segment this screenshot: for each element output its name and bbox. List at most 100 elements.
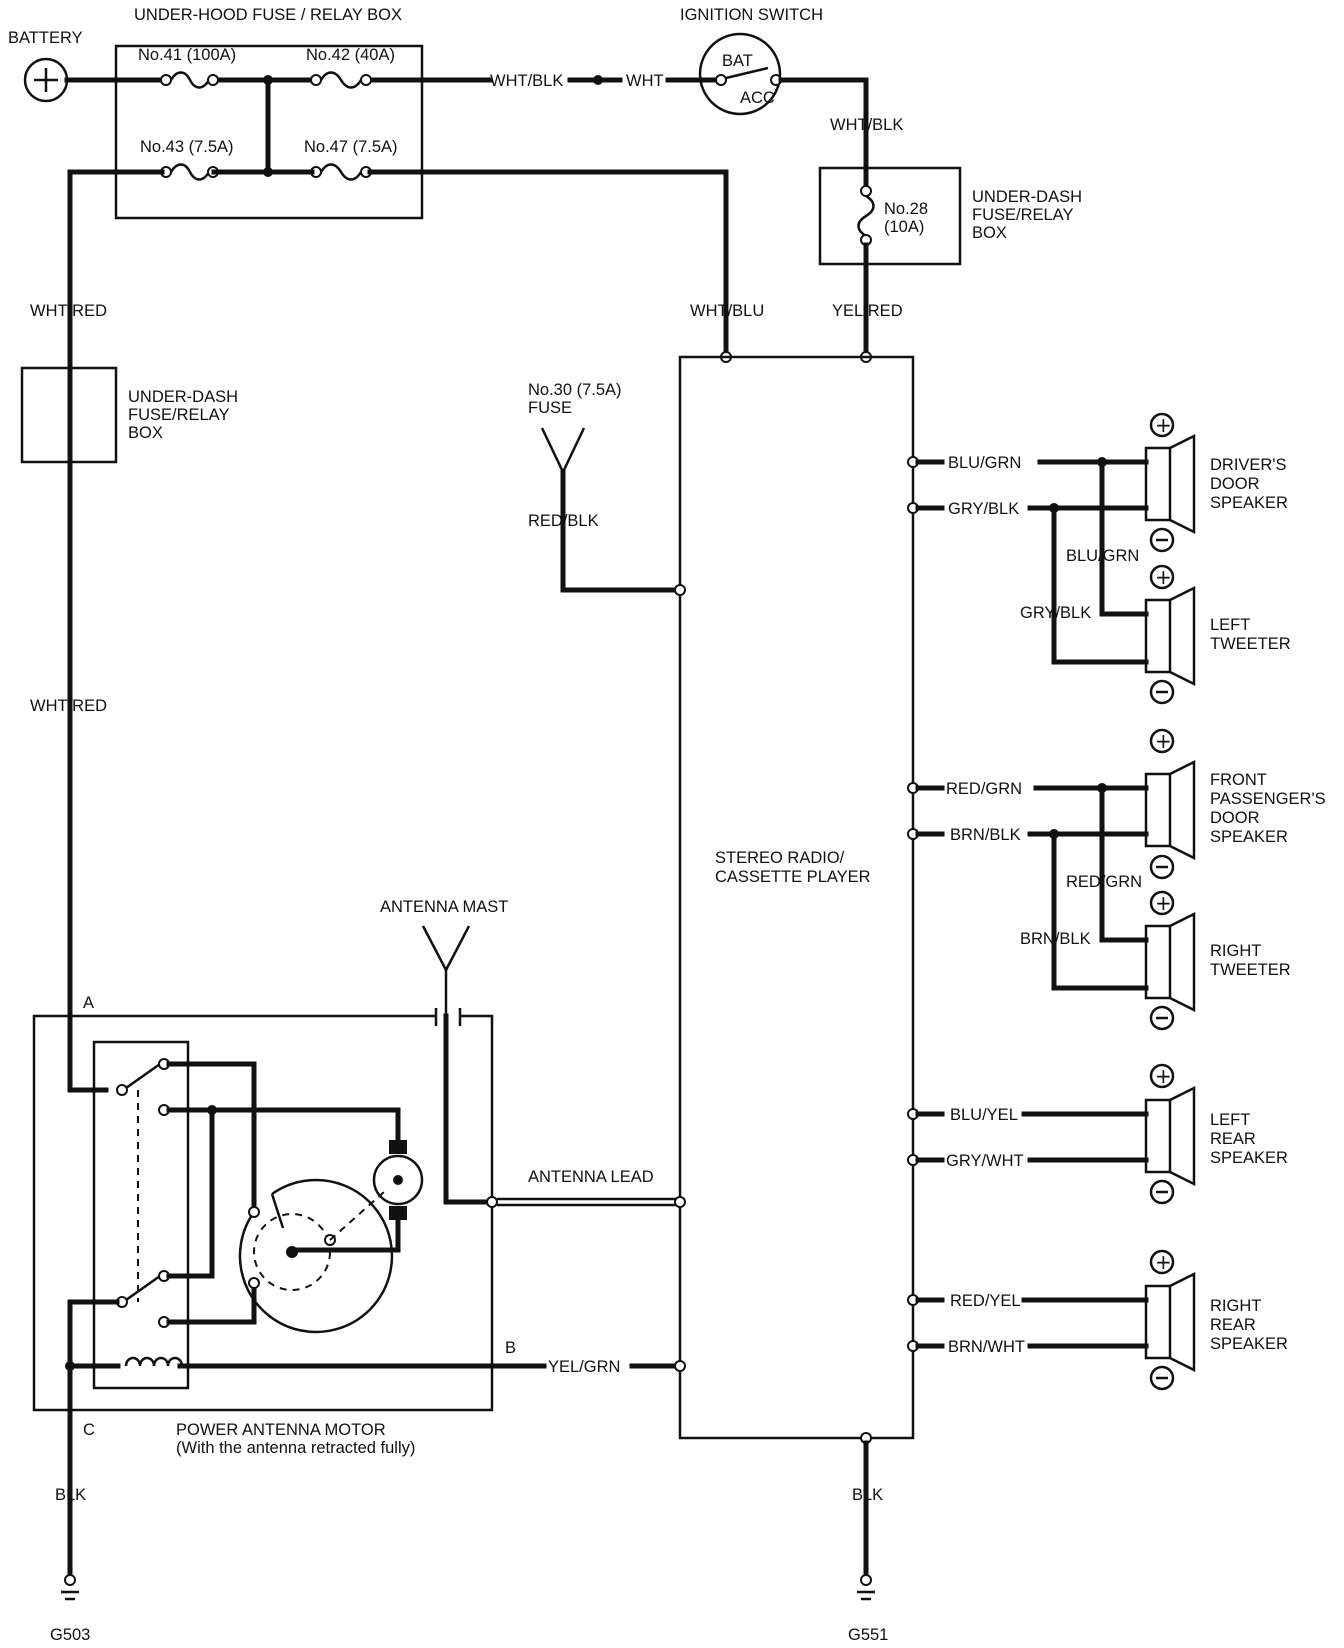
wht-blk-label-1: WHT/BLK bbox=[490, 72, 563, 90]
red-blk-label: RED/BLK bbox=[528, 512, 599, 530]
blu-grn-label-2: BLU/GRN bbox=[1066, 547, 1139, 565]
svg-text:+: + bbox=[1155, 891, 1172, 915]
wht-label: WHT bbox=[626, 72, 664, 90]
right-rear-label-1: RIGHT bbox=[1210, 1297, 1261, 1315]
blk-ground-wire-left bbox=[67, 1299, 120, 1579]
left-rear-label-2: REAR bbox=[1210, 1130, 1256, 1148]
blu-grn-label-1: BLU/GRN bbox=[948, 454, 1021, 472]
svg-text:+: + bbox=[1155, 565, 1172, 589]
svg-text:+: + bbox=[1155, 413, 1172, 437]
pin-c-label: C bbox=[83, 1421, 95, 1439]
fuse-42-label: No.42 (40A) bbox=[306, 46, 395, 64]
underdash-right-label-2: FUSE/RELAY bbox=[972, 206, 1073, 224]
underdash-right-label-3: BOX bbox=[972, 224, 1007, 242]
underdash-left-label-3: BOX bbox=[128, 424, 163, 442]
battery-label: BATTERY bbox=[8, 29, 83, 47]
wht-red-label-2: WHT/RED bbox=[30, 697, 107, 715]
gry-blk-label-1: GRY/BLK bbox=[948, 500, 1019, 518]
underdash-left-label-1: UNDER-DASH bbox=[128, 388, 238, 406]
wht-red-label-1: WHT/RED bbox=[30, 302, 107, 320]
fuse-47-label: No.47 (7.5A) bbox=[304, 138, 398, 156]
drivers-label-2: DOOR bbox=[1210, 475, 1260, 493]
underdash-right-label-1: UNDER-DASH bbox=[972, 188, 1082, 206]
front-pass-label-1: FRONT bbox=[1210, 771, 1267, 789]
fuse-43-label: No.43 (7.5A) bbox=[140, 138, 234, 156]
fuse-30-label-a: No.30 (7.5A) bbox=[528, 381, 622, 399]
fuse-30-label-b: FUSE bbox=[528, 399, 572, 417]
ground-g503-symbol bbox=[61, 1574, 79, 1601]
brn-wht-label: BRN/WHT bbox=[948, 1338, 1025, 1356]
power-antenna-motor-housing bbox=[32, 1014, 494, 1412]
fuse-47 bbox=[310, 163, 372, 181]
drivers-door-speaker-wiring bbox=[915, 457, 1149, 665]
left-rear-label-3: SPEAKER bbox=[1210, 1149, 1288, 1167]
relay-coil bbox=[124, 1356, 184, 1367]
yel-red-label: YEL/RED bbox=[832, 302, 903, 320]
ignition-switch bbox=[698, 32, 782, 116]
drivers-door-speaker: + bbox=[1144, 412, 1196, 553]
fuse-28-label-b: (10A) bbox=[884, 218, 924, 236]
antenna-lead-label: ANTENNA LEAD bbox=[528, 1168, 654, 1186]
right-rear-label-3: SPEAKER bbox=[1210, 1335, 1288, 1353]
fuse-43 bbox=[160, 163, 219, 181]
left-rear-label-1: LEFT bbox=[1210, 1111, 1250, 1129]
ignition-switch-label: IGNITION SWITCH bbox=[680, 6, 823, 24]
fuse-41 bbox=[160, 71, 219, 89]
limit-switch-block bbox=[92, 1040, 190, 1390]
stereo-radio-cassette-player bbox=[678, 355, 915, 1440]
left-tweeter: + bbox=[1144, 564, 1196, 705]
wht-red-wire bbox=[67, 169, 165, 1093]
left-tweeter-label-1: LEFT bbox=[1210, 616, 1250, 634]
underdash-fuse-box-right bbox=[818, 166, 962, 266]
left-rear-speaker: + bbox=[1144, 1063, 1196, 1205]
upper-switch bbox=[116, 1058, 170, 1116]
red-grn-label-2: RED/GRN bbox=[1066, 873, 1142, 891]
battery-symbol bbox=[23, 57, 69, 103]
cam-disc bbox=[238, 1178, 394, 1334]
gry-blk-label-2: GRY/BLK bbox=[1020, 604, 1091, 622]
svg-text:+: + bbox=[1155, 1250, 1172, 1274]
pin-b-label: B bbox=[505, 1339, 516, 1357]
g503-label: G503 bbox=[50, 1626, 90, 1644]
red-grn-label-1: RED/GRN bbox=[946, 780, 1022, 798]
left-tweeter-label-2: TWEETER bbox=[1210, 635, 1291, 653]
drivers-label-3: SPEAKER bbox=[1210, 494, 1288, 512]
g551-label: G551 bbox=[848, 1626, 888, 1644]
antenna-mast-symbol bbox=[421, 925, 471, 1026]
ground-g551-symbol bbox=[857, 1574, 875, 1601]
wht-blu-label: WHT/BLU bbox=[690, 302, 764, 320]
lower-switch bbox=[116, 1270, 170, 1328]
fuse-42 bbox=[310, 71, 372, 89]
front-pass-label-4: SPEAKER bbox=[1210, 828, 1288, 846]
underhood-fuse-relay-box bbox=[114, 44, 424, 220]
brn-blk-label-1: BRN/BLK bbox=[950, 826, 1021, 844]
yel-grn-label: YEL/GRN bbox=[548, 1358, 620, 1376]
antenna-lead-cable bbox=[497, 1197, 676, 1207]
right-rear-label-2: REAR bbox=[1210, 1316, 1256, 1334]
drivers-label-1: DRIVER'S bbox=[1210, 456, 1287, 474]
underhood-box-label: UNDER-HOOD FUSE / RELAY BOX bbox=[134, 6, 402, 24]
red-blk-wire bbox=[560, 469, 679, 593]
front-pass-label-3: DOOR bbox=[1210, 809, 1260, 827]
stereo-label-1: STEREO RADIO/ bbox=[715, 849, 845, 867]
wht-blk-acc-wire bbox=[778, 77, 869, 189]
motor-label-1: POWER ANTENNA MOTOR bbox=[176, 1421, 386, 1439]
svg-text:+: + bbox=[1155, 729, 1172, 753]
gry-wht-label: GRY/WHT bbox=[946, 1152, 1024, 1170]
wht-blu-wire bbox=[367, 169, 729, 358]
blk-label-right: BLK bbox=[852, 1486, 883, 1504]
fuse-28-label-a: No.28 bbox=[884, 200, 928, 218]
fuse-41-label: No.41 (100A) bbox=[138, 46, 236, 64]
acc-label: ACC bbox=[740, 89, 775, 107]
right-tweeter-label-1: RIGHT bbox=[1210, 942, 1261, 960]
bat-label: BAT bbox=[722, 52, 753, 70]
right-tweeter: + bbox=[1144, 890, 1196, 1031]
right-rear-speaker: + bbox=[1144, 1249, 1196, 1391]
svg-text:+: + bbox=[1155, 1064, 1172, 1088]
antenna-motor bbox=[329, 1140, 424, 1241]
front-pass-label-2: PASSENGER'S bbox=[1210, 790, 1326, 808]
brn-blk-label-2: BRN/BLK bbox=[1020, 930, 1091, 948]
wht-blk-label-2: WHT/BLK bbox=[830, 116, 903, 134]
motor-label-2: (With the antenna retracted fully) bbox=[176, 1439, 415, 1457]
